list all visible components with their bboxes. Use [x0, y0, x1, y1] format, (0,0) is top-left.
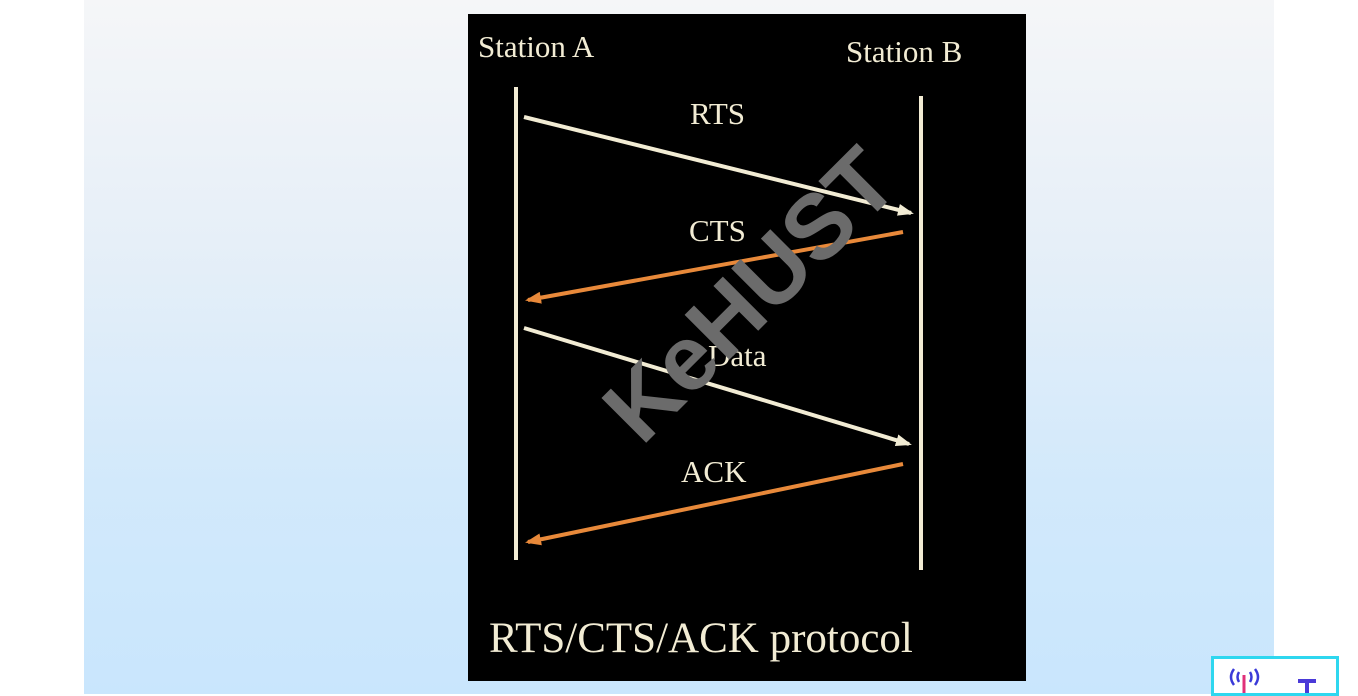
station-b-label: Station B: [846, 34, 962, 69]
corner-logo: [1211, 656, 1339, 696]
cts-label: CTS: [689, 213, 746, 248]
cts-arrow: [525, 230, 904, 304]
data-arrow: [523, 326, 912, 446]
diagram-canvas: Station A Station B RTS CTS Data ACK RTS…: [478, 29, 962, 662]
ack-arrow: [525, 462, 904, 546]
rts-label: RTS: [690, 96, 745, 131]
watermark: KeHUST: [584, 129, 916, 461]
protocol-diagram: Station A Station B RTS CTS Data ACK RTS…: [468, 14, 1026, 681]
slide-background: Station A Station B RTS CTS Data ACK RTS…: [84, 0, 1339, 696]
ack-label: ACK: [681, 454, 747, 489]
logo-icon: [1229, 668, 1316, 693]
rts-arrow: [523, 115, 914, 216]
station-a-label: Station A: [478, 29, 595, 64]
data-label: Data: [708, 338, 767, 373]
diagram-caption: RTS/CTS/ACK protocol: [489, 615, 913, 662]
